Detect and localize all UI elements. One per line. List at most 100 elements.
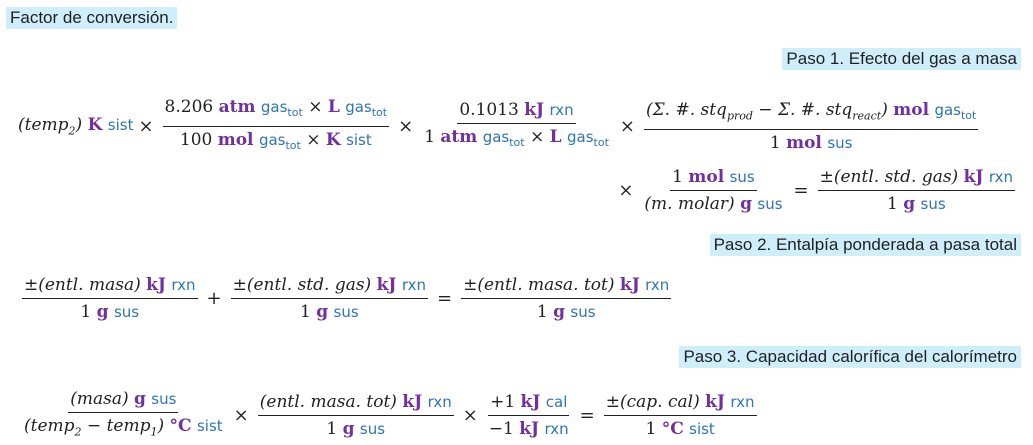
fraction-numerator: 0.1013 kJ rxn bbox=[457, 99, 576, 124]
unit-g: g bbox=[134, 389, 146, 409]
unit-kj: kJ bbox=[963, 167, 984, 187]
fraction-molar-mass: 1 mol sus (m. molar) g sus bbox=[642, 166, 784, 215]
label-rxn: rxn bbox=[988, 168, 1013, 186]
unit-kj: kJ bbox=[402, 392, 423, 413]
fraction-entl-masa: ±(entl. masa) kJ rxn 1 g sus bbox=[22, 274, 198, 323]
fraction-denominator: 1 °C sist bbox=[643, 416, 716, 440]
label-sub: tot bbox=[960, 108, 977, 122]
unit-celsius: °C bbox=[169, 416, 192, 436]
temp-sub-2: 2 bbox=[74, 425, 82, 439]
times-operator: × bbox=[233, 405, 249, 427]
paso2-equation: ±(entl. masa) kJ rxn 1 g sus + ±(entl. s… bbox=[18, 274, 675, 323]
label-sus: sus bbox=[570, 303, 596, 321]
label-gas-tot: gastot bbox=[258, 131, 301, 152]
fraction-denominator: 1 mol sus bbox=[768, 130, 855, 154]
paso2-heading: Paso 2. Entalpía ponderada a pasa total bbox=[709, 234, 1021, 256]
fraction-entl-masa-tot: (entl. masa. tot) kJ rxn 1 g sus bbox=[257, 391, 454, 440]
label-sub: tot bbox=[371, 106, 388, 119]
fraction-r-constant: 8.206 atm gastot × L gastot 100 mol gast… bbox=[162, 96, 390, 157]
unit-kj: kJ bbox=[146, 275, 166, 295]
unit-g: g bbox=[553, 302, 565, 322]
fraction-numerator: +1 kJ cal bbox=[488, 391, 570, 417]
times-operator: × bbox=[618, 180, 634, 201]
fraction-numerator: 1 mol sus bbox=[670, 166, 757, 191]
fraction-stoichiometry: (Σ. #. stqprod − Σ. #. stqreact) mol gas… bbox=[643, 99, 979, 154]
entl-masa-var: ±(entl. masa) bbox=[24, 275, 141, 295]
temp2-term: (temp2) K sist bbox=[18, 115, 133, 137]
value: 1 bbox=[80, 302, 92, 322]
label-sus: sus bbox=[113, 303, 140, 321]
fraction-denominator: 1 atm gastot × L gastot bbox=[422, 124, 611, 154]
unit-g: g bbox=[96, 302, 109, 322]
times-operator: × bbox=[306, 130, 321, 150]
fraction-numerator: ±(cap. cal) kJ rxn bbox=[603, 391, 757, 417]
label-gas-tot: gastot bbox=[934, 100, 977, 122]
fraction-numerator: ±(entl. masa) kJ rxn bbox=[22, 274, 198, 299]
value: 1 bbox=[769, 133, 781, 154]
paso3-heading: Paso 3. Capacidad calorífica del calorím… bbox=[679, 346, 1021, 368]
paso3-equation: (masa) g sus (temp2 − temp1) °C sist × (… bbox=[18, 388, 761, 443]
fraction-entl-masa-tot: ±(entl. masa. tot) kJ rxn 1 g sus bbox=[461, 274, 672, 323]
fraction-numerator: 8.206 atm gastot × L gastot bbox=[162, 96, 390, 127]
entl-std-gas-var: ±(entl. std. gas) bbox=[819, 167, 959, 187]
label-sub: tot bbox=[593, 136, 609, 149]
fraction-denominator: 1 g sus bbox=[78, 299, 141, 323]
label-gas-tot: gastot bbox=[345, 98, 388, 119]
unit-atm: atm bbox=[218, 97, 256, 117]
times-operator: × bbox=[529, 127, 545, 147]
value: 0.1013 bbox=[459, 100, 519, 120]
times-operator: × bbox=[308, 97, 323, 117]
paso1-equation-line2: × 1 mol sus (m. molar) g sus = ±(entl. s… bbox=[613, 166, 1019, 215]
value: 100 bbox=[179, 130, 213, 150]
label-text: gas bbox=[934, 100, 961, 119]
label-sus: sus bbox=[333, 303, 359, 321]
equals-operator: = bbox=[793, 180, 809, 201]
temp-sub: 2 bbox=[68, 124, 76, 138]
unit-l: L bbox=[549, 127, 562, 147]
value: 1 bbox=[536, 302, 548, 322]
label-text: gas bbox=[345, 98, 372, 116]
label-gas-tot: gastot bbox=[482, 128, 525, 149]
entl-std-gas-var: ±(entl. std. gas) bbox=[232, 275, 372, 295]
unit-g: g bbox=[903, 194, 916, 214]
label-sub: tot bbox=[285, 139, 301, 152]
fraction-numerator: ±(entl. std. gas) kJ rxn bbox=[230, 274, 428, 299]
stq-minus: − Σ. #. stq bbox=[752, 99, 853, 120]
stq-sub-react: react bbox=[852, 109, 882, 123]
unit-kj: kJ bbox=[520, 392, 541, 413]
fraction-denominator: −1 kJ rxn bbox=[487, 416, 571, 440]
times-operator: × bbox=[398, 116, 414, 137]
fraction-denominator: 1 g sus bbox=[324, 416, 387, 440]
label-text: gas bbox=[260, 98, 288, 116]
label-sub: tot bbox=[287, 106, 303, 119]
unit-kj: kJ bbox=[524, 100, 545, 120]
times-operator: × bbox=[619, 116, 635, 137]
unit-k: K bbox=[325, 130, 341, 150]
label-sist: sist bbox=[346, 131, 372, 149]
label-sist: sist bbox=[196, 417, 223, 435]
label-text: gas bbox=[482, 128, 510, 146]
label-sus: sus bbox=[920, 195, 946, 213]
unit-g: g bbox=[740, 194, 752, 214]
paso1-heading: Paso 1. Efecto del gas a masa bbox=[782, 48, 1021, 70]
label-sus: sus bbox=[359, 420, 386, 439]
entl-masa-tot-var: (entl. masa. tot) bbox=[259, 392, 397, 413]
fraction-sign-change: +1 kJ cal −1 kJ rxn bbox=[487, 391, 571, 440]
unit-celsius: °C bbox=[661, 419, 684, 440]
equals-operator: = bbox=[579, 405, 595, 427]
fraction-denominator: (m. molar) g sus bbox=[642, 191, 784, 215]
unit-mol: mol bbox=[217, 130, 254, 150]
fraction-numerator: ±(entl. masa. tot) kJ rxn bbox=[461, 274, 672, 299]
page-title: Factor de conversión. bbox=[6, 7, 178, 29]
label-sist: sist bbox=[689, 420, 715, 439]
value: +1 bbox=[490, 392, 516, 413]
unit-kj: kJ bbox=[619, 275, 640, 295]
unit-atm: atm bbox=[440, 127, 478, 147]
label-sus: sus bbox=[729, 168, 755, 186]
label-rxn: rxn bbox=[401, 276, 426, 294]
label-text: gas bbox=[258, 131, 286, 149]
temp-close: ) bbox=[157, 416, 165, 436]
masa-var: (masa) bbox=[70, 389, 129, 409]
value: 1 bbox=[424, 127, 436, 147]
temp-var: (temp bbox=[18, 115, 69, 136]
